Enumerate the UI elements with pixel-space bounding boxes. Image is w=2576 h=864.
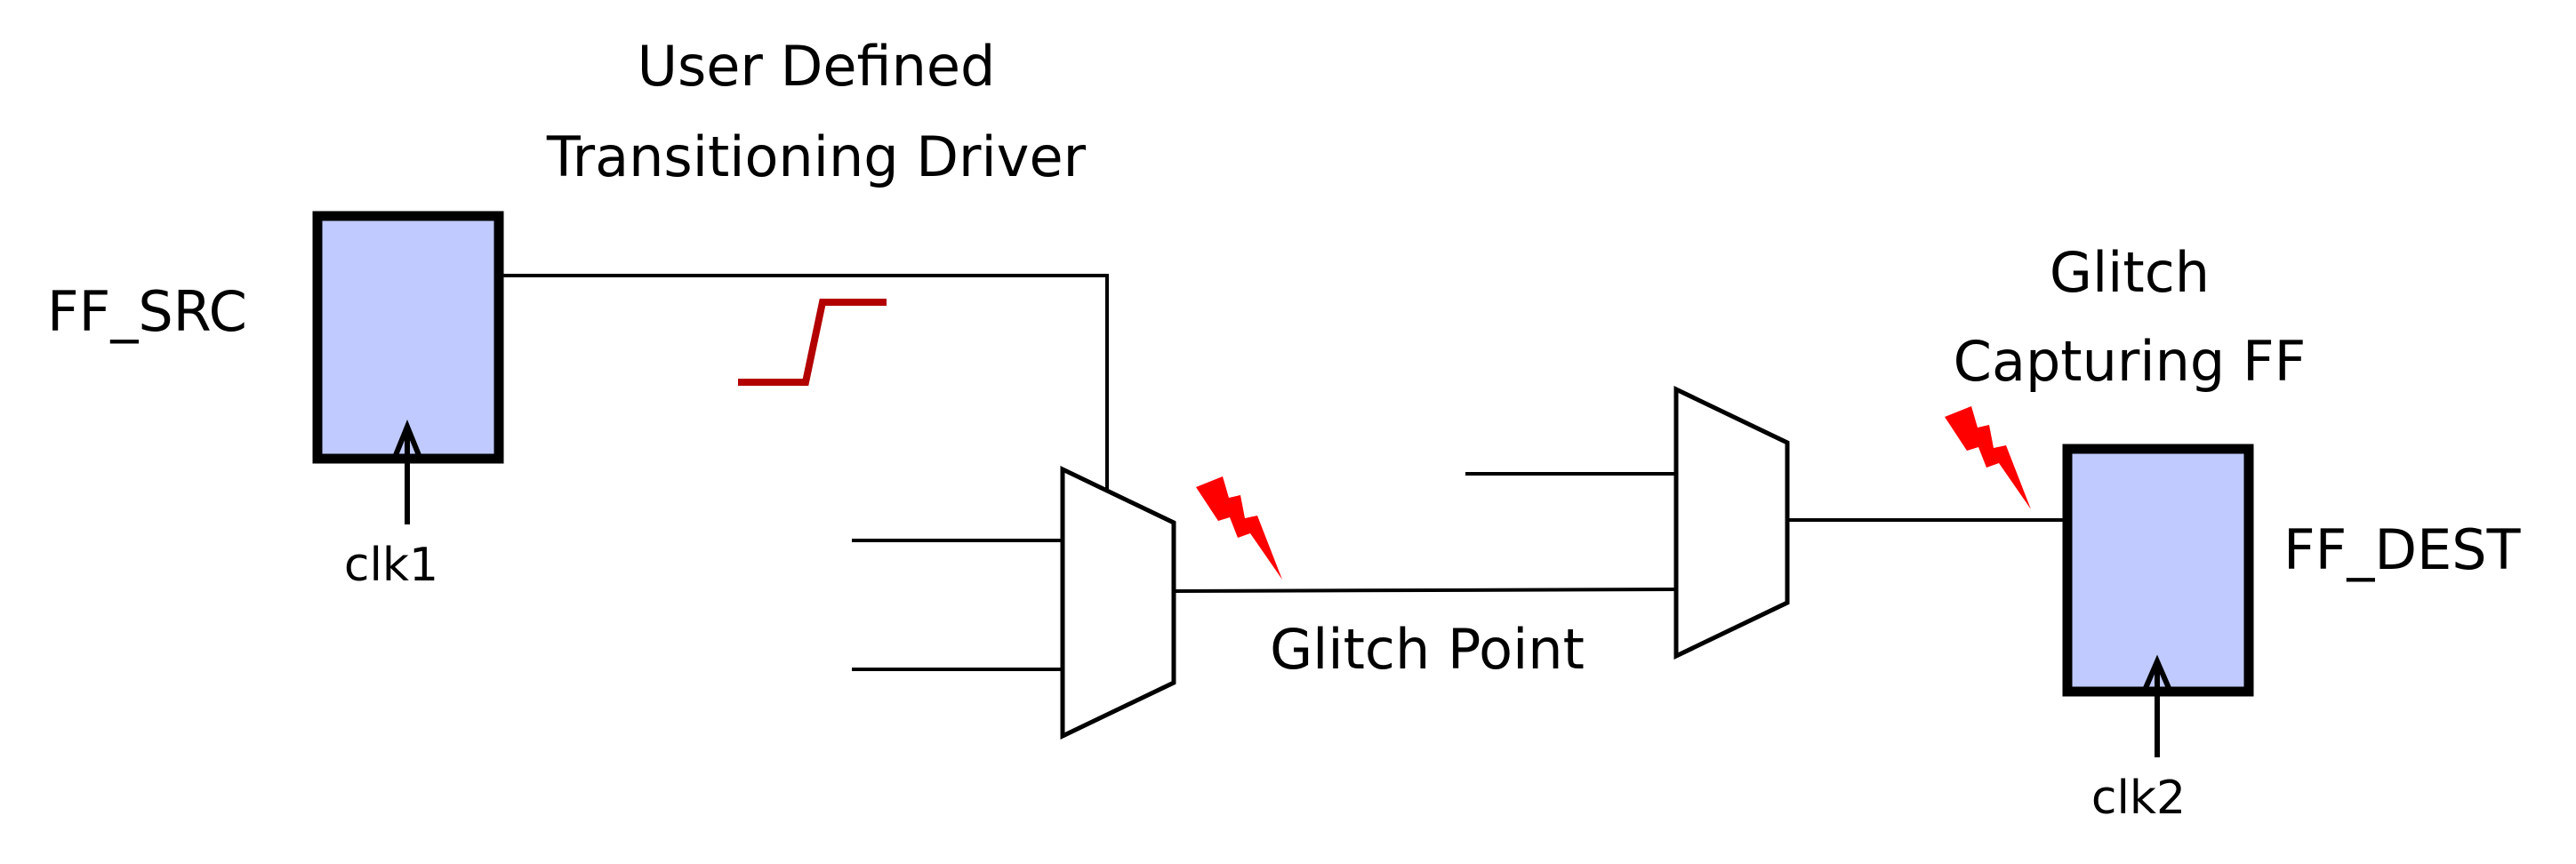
clk2-triangle-icon [2143,654,2171,690]
ff-dest-box [2062,444,2254,697]
ff-dest [2062,444,2254,757]
glitch-point-lightning-bolt-icon [1196,476,1282,580]
wires [501,274,2065,671]
glitch-point-label: Glitch Point [1270,617,1585,682]
driver-label-line2: Transitioning Driver [546,124,1087,189]
src-output-wire [501,274,1109,489]
driver-label-line1: User Defined [638,34,996,99]
mux-1 [1060,466,1176,740]
rising-edge-icon [738,299,887,386]
capture-lightning-bolt-icon [1945,406,2031,509]
glitch-net-wire [1171,587,1679,594]
clk2-label: clk2 [2091,772,2186,825]
ff-src-label: FF_SRC [47,279,247,344]
clk1-label: clk1 [344,539,438,592]
mux-2 [1673,386,1790,660]
ff-src-box [312,211,504,464]
capture-label-line2: Capturing FF [1954,329,2307,394]
clk1-triangle-icon [393,420,421,457]
capture-label-line1: Glitch [2050,240,2210,305]
ff-dest-label: FF_DEST [2283,517,2522,582]
ff-src [312,211,504,524]
